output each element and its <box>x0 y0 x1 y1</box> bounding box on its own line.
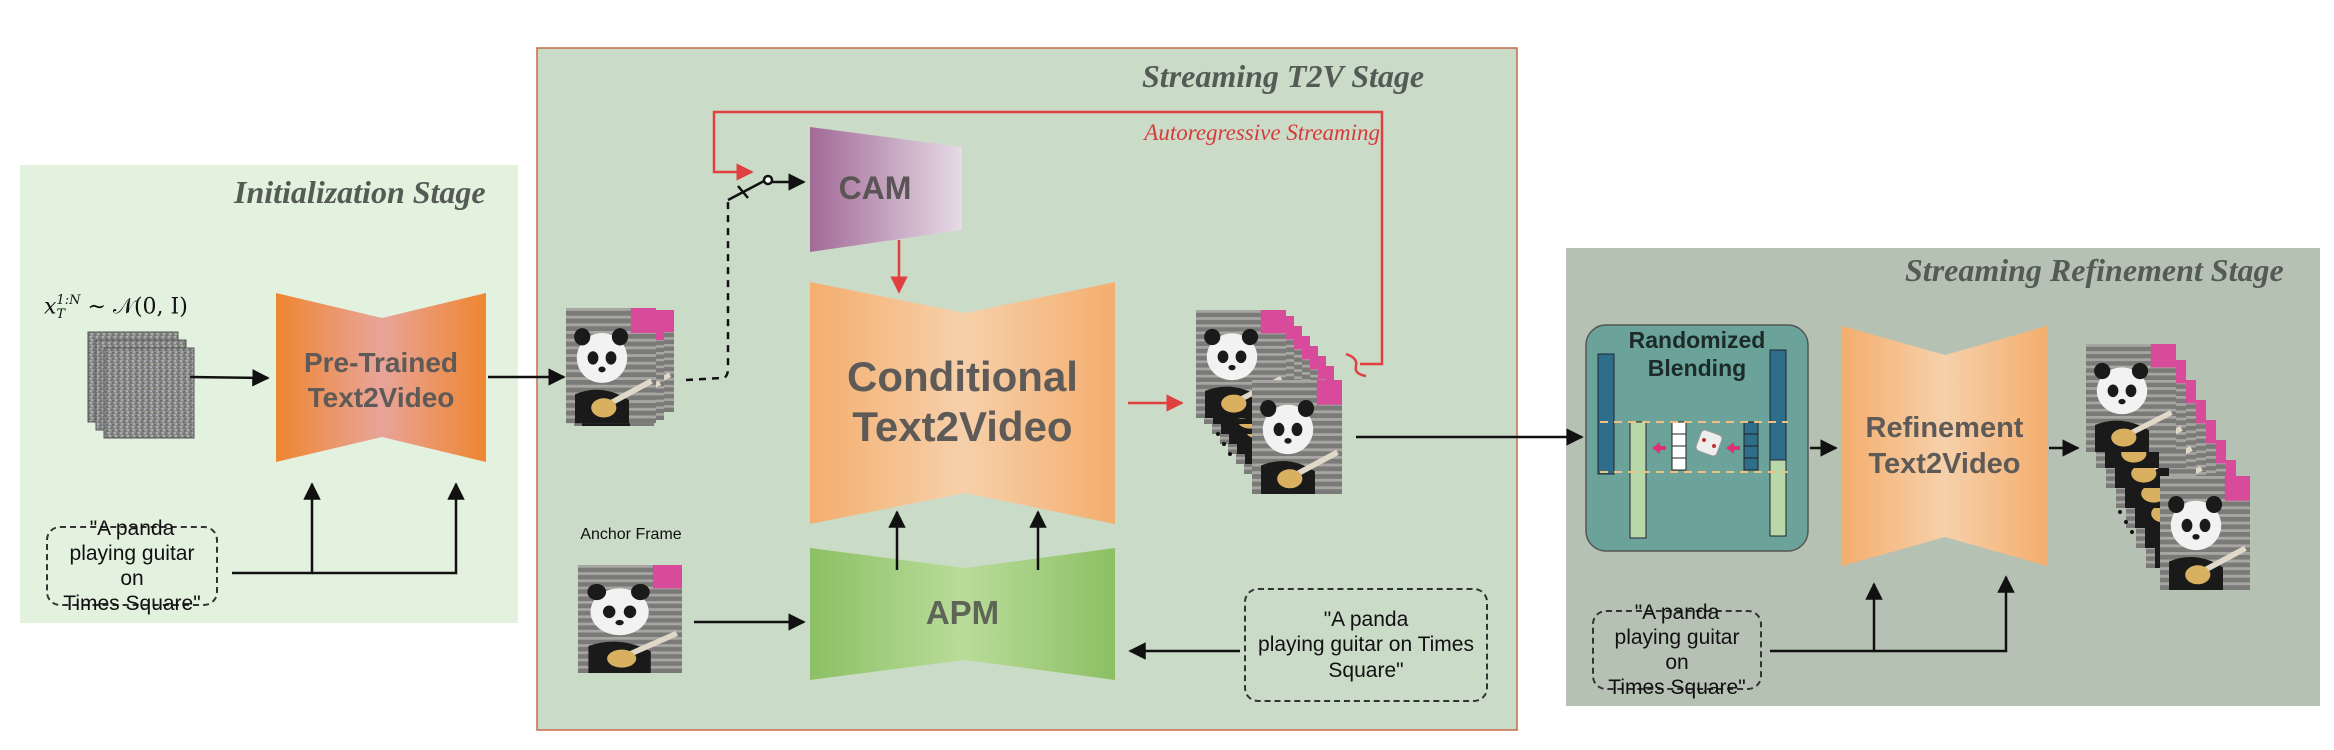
cam-block <box>810 127 962 252</box>
pretrained-label: Pre-Trained Text2Video <box>303 347 459 413</box>
red-arrows <box>712 110 1384 412</box>
apm-label: APM <box>925 594 1000 631</box>
init-prompt-box: "A panda playing guitar on Times Square" <box>46 517 218 615</box>
blending-label: Randomized Blending <box>1628 327 1766 382</box>
refinement-label: Refinement Text2Video <box>1865 412 2024 481</box>
first-chunk-frames <box>566 308 674 426</box>
randomized-blending-box <box>1585 324 1809 552</box>
refinement-block <box>1842 326 2047 566</box>
streaming-t2v-stage-title: Streaming T2V Stage <box>1142 58 1425 94</box>
conditional-block <box>810 282 1115 524</box>
apm-block <box>810 548 1115 680</box>
initialization-stage-title: Initialization Stage <box>234 174 486 210</box>
noise-frames <box>87 331 195 439</box>
refine-prompt-box: "A panda playing guitar on Times Square" <box>1592 601 1762 699</box>
streaming-prompt-box: "A panda playing guitar on Times Square" <box>1244 588 1488 702</box>
autoregressive-streaming-label: Autoregressive Streaming <box>1144 120 1380 145</box>
pretrained-block <box>276 293 486 462</box>
autoregressive-loop <box>712 110 1384 366</box>
streaming-refinement-stage-title: Streaming Refinement Stage <box>1905 252 2284 288</box>
anchor-frame-image <box>578 565 682 673</box>
stack-ellipsis <box>1216 432 2134 534</box>
arrows <box>189 368 2080 660</box>
cam-label: CAM <box>838 170 912 206</box>
cam-switch <box>685 173 806 382</box>
anchor-frame-label: Anchor Frame <box>580 526 682 543</box>
conditional-label: Conditional Text2Video <box>847 353 1078 450</box>
